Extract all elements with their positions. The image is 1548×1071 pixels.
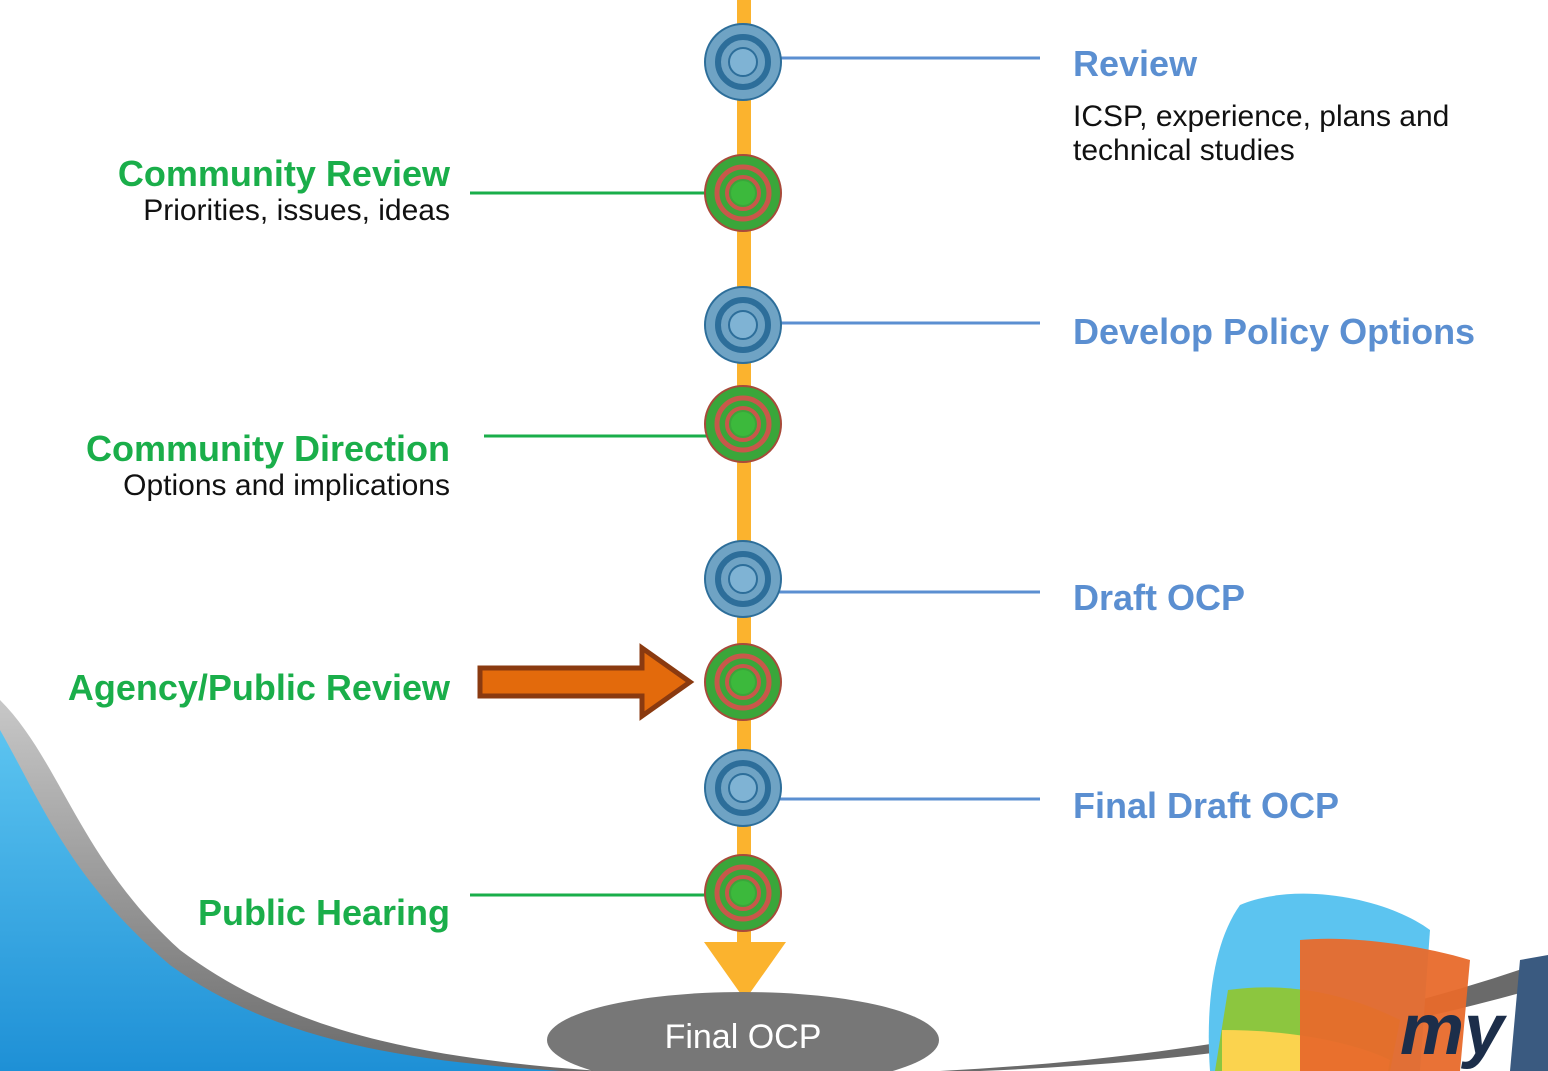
stage-title: Final Draft OCP (1073, 785, 1340, 826)
green-node-community-review (704, 154, 782, 232)
stage-final-draft-ocp: Final Draft OCP (1073, 786, 1339, 826)
stage-title: Review (1073, 43, 1198, 84)
stage-develop-policy-options: Develop Policy Options (1073, 312, 1475, 352)
blue-node-review (704, 23, 782, 101)
final-ocp-label: Final OCP (664, 1018, 822, 1056)
green-node-agency-public-review (704, 643, 782, 721)
blue-node-final-draft-ocp (704, 749, 782, 827)
green-node-public-hearing (704, 854, 782, 932)
blue-node-draft-ocp (704, 540, 782, 618)
stage-title: Agency/Public Review (67, 667, 450, 708)
stage-subtitle: Options and implications (123, 469, 450, 502)
logo (1208, 893, 1548, 1071)
logo-text: my (1400, 990, 1505, 1070)
stage-public-hearing: Public Hearing (198, 893, 450, 933)
final-ellipse (547, 992, 939, 1071)
stage-title: Community Direction (85, 428, 450, 469)
timeline-arrowhead (704, 942, 786, 1000)
background-swoosh (0, 700, 600, 1071)
stage-draft-ocp: Draft OCP (1073, 578, 1245, 618)
stage-title: Develop Policy Options (1073, 311, 1476, 352)
stage-title: Community Review (117, 153, 450, 194)
green-node-community-direction (704, 385, 782, 463)
current-stage-arrow (477, 643, 695, 721)
stage-community-review: Community Review Priorities, issues, ide… (118, 154, 450, 228)
stage-subtitle: technical studies (1073, 134, 1295, 167)
stage-agency-public-review: Agency/Public Review (68, 668, 450, 708)
stage-review: Review ICSP, experience, plans and techn… (1073, 44, 1449, 168)
stage-title: Public Hearing (197, 892, 450, 933)
blue-node-develop-policy (704, 286, 782, 364)
stage-subtitle: ICSP, experience, plans and (1073, 100, 1450, 133)
stage-subtitle: Priorities, issues, ideas (143, 194, 450, 227)
stage-community-direction: Community Direction Options and implicat… (86, 429, 450, 503)
stage-title: Draft OCP (1073, 577, 1246, 618)
